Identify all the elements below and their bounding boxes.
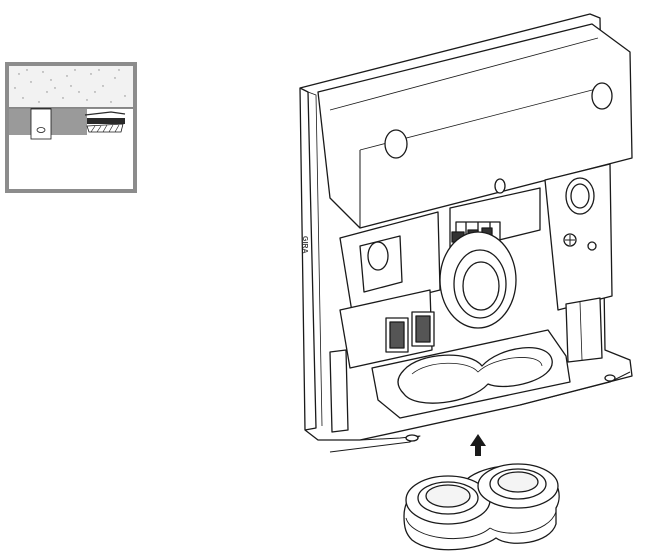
device-back-housing: GIRA (299, 13, 633, 551)
plaster-speckles (14, 69, 126, 103)
plaster-layer (9, 66, 133, 108)
cable-wire (84, 111, 126, 116)
top-housing (317, 23, 633, 229)
cable-black (87, 118, 125, 124)
screw-hole-right (591, 82, 613, 110)
right-bracket (544, 163, 613, 311)
mounting-clip (30, 108, 52, 140)
screw-hole-left (384, 129, 408, 159)
post-left (329, 349, 349, 433)
post-right (565, 297, 603, 363)
seat-opening (397, 347, 553, 404)
plate-edge (299, 87, 317, 431)
wall-section-inset (5, 62, 137, 193)
cable-grommet (403, 463, 560, 551)
insert-arrow (470, 434, 486, 456)
brand-mark: GIRA (301, 236, 308, 254)
